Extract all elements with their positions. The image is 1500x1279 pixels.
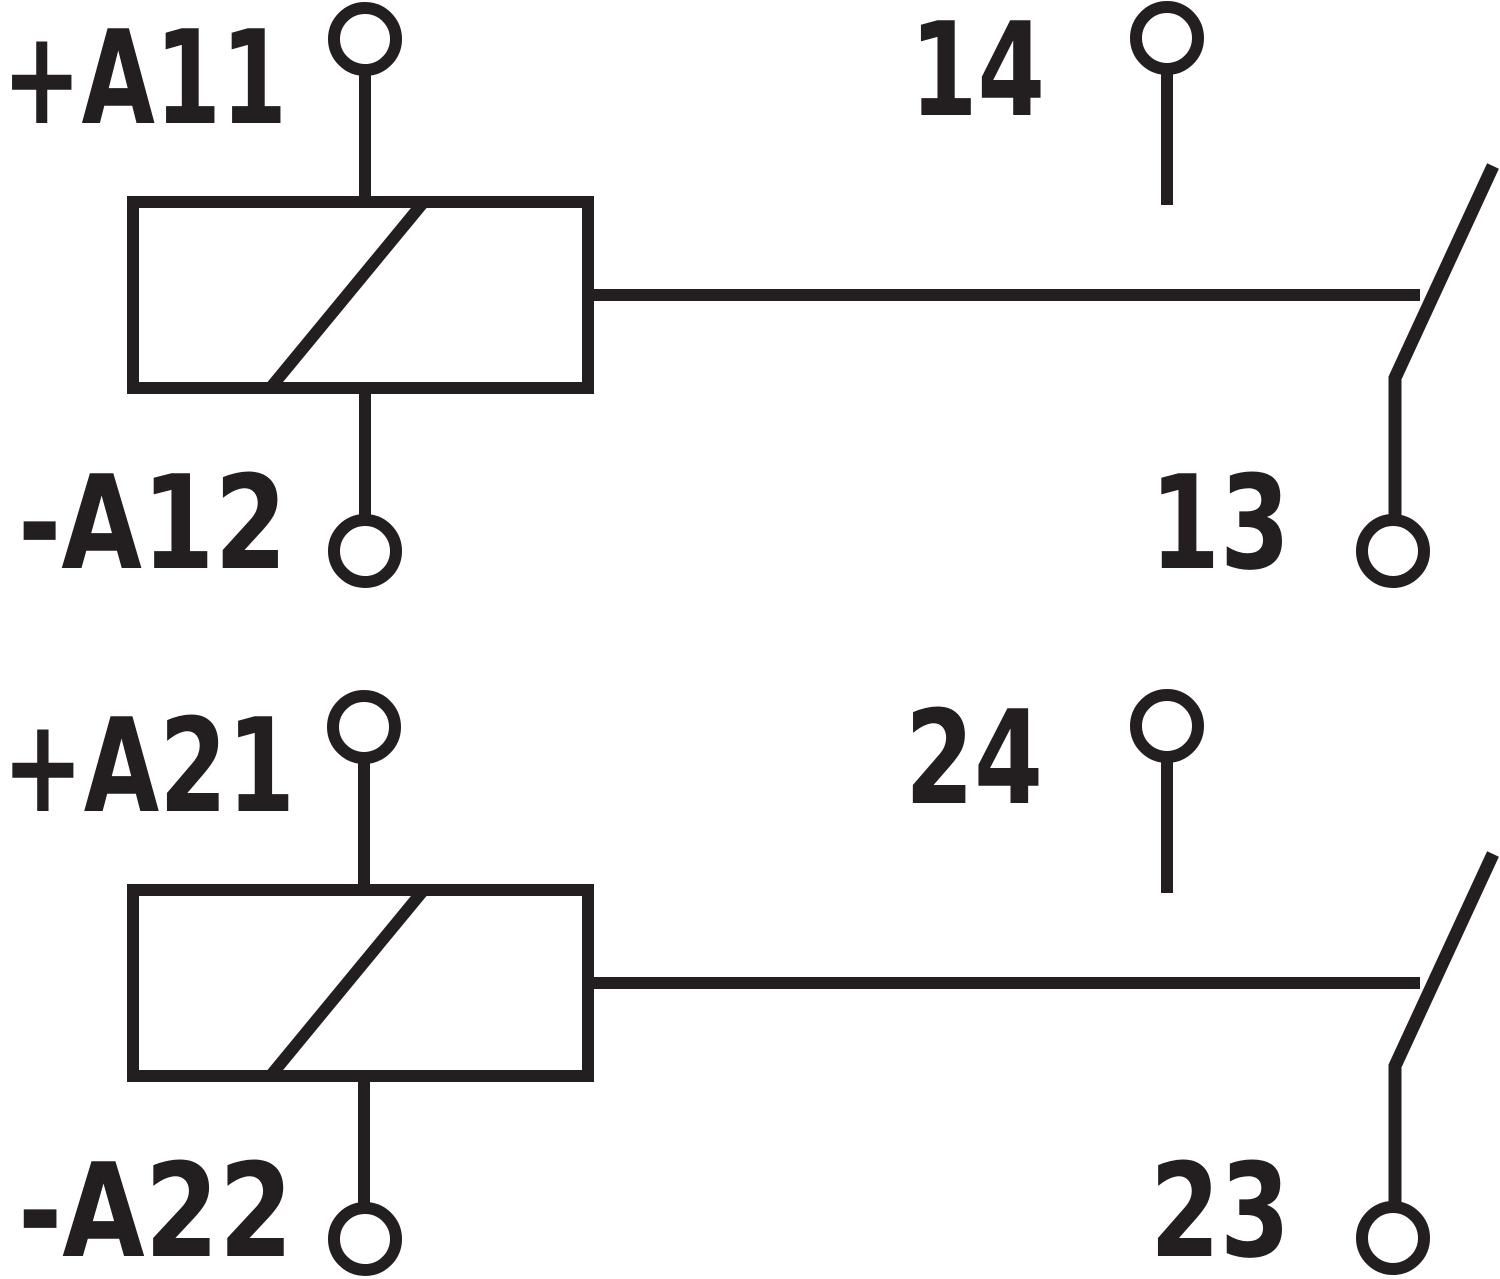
terminal-circle-a12 [328, 514, 402, 588]
terminal-circle-a11 [328, 2, 402, 76]
switch-blade-1 [1388, 163, 1499, 515]
label-coil-minus-1: -A12 [18, 447, 287, 599]
terminal-circle-14 [1130, 1, 1204, 75]
coil-box-1 [127, 196, 594, 394]
terminal-circle-23 [1356, 1201, 1430, 1275]
terminal-circle-13 [1356, 514, 1430, 588]
label-contact-common-2: 23 [1150, 1135, 1290, 1279]
coil-diagonal-2 [267, 888, 427, 1078]
terminal-circle-24 [1130, 689, 1204, 763]
terminal-circle-a21 [327, 690, 401, 764]
coil-diagonal-1 [267, 200, 427, 390]
switch-blade-2 [1388, 851, 1499, 1202]
relay-circuit-1: +A11 -A12 14 13 [2, 0, 1499, 599]
label-contact-fixed-1: 14 [910, 0, 1045, 146]
label-contact-common-1: 13 [1150, 447, 1290, 599]
label-coil-plus-1: +A11 [2, 2, 287, 154]
label-coil-plus-2: +A21 [2, 690, 295, 842]
label-contact-fixed-2: 24 [905, 682, 1043, 834]
relay-circuit-2: +A21 -A22 24 23 [2, 682, 1499, 1279]
terminal-circle-a22 [328, 1202, 402, 1276]
label-coil-minus-2: -A22 [18, 1135, 293, 1279]
coil-box-2 [127, 884, 594, 1082]
